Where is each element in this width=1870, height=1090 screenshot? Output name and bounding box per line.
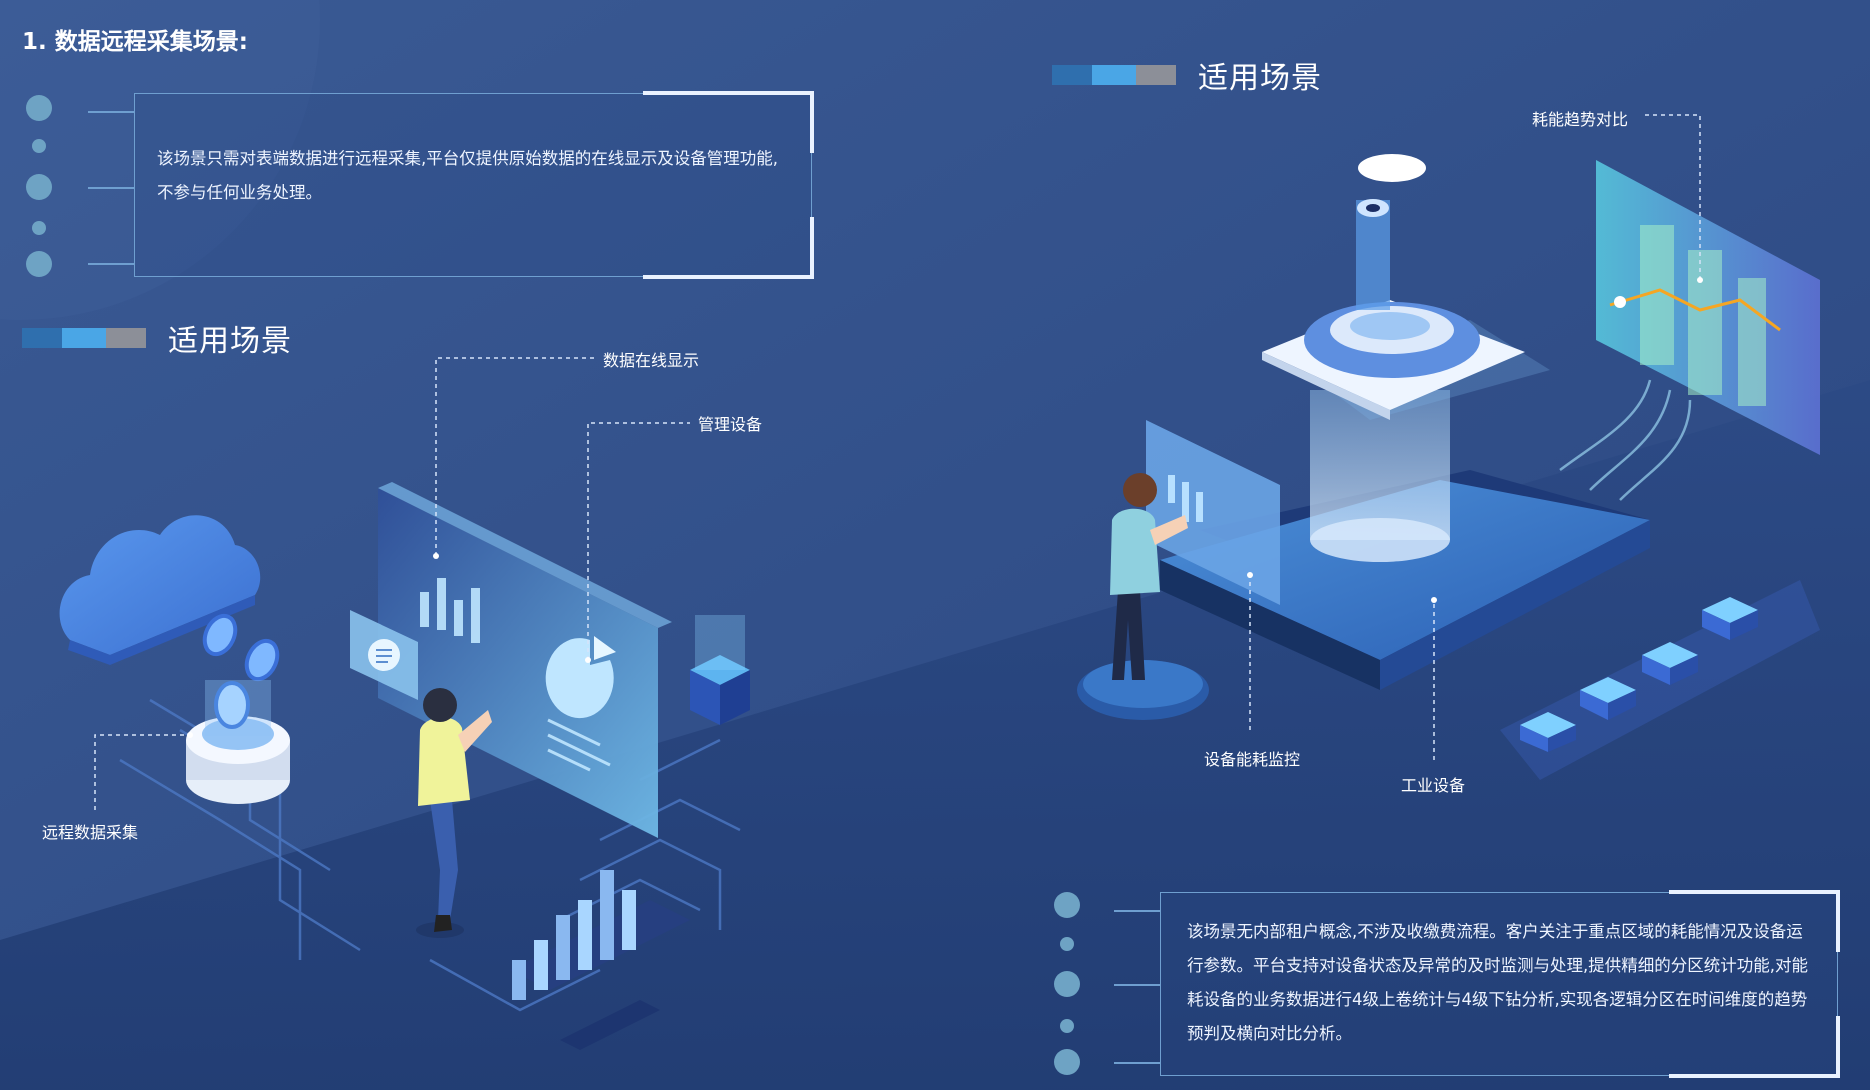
section-bar [22,328,146,348]
right-section-heading: 适用场景 [1052,53,1322,97]
callout-remote-collect: 远程数据采集 [42,823,139,842]
left-section-heading: 适用场景 [22,316,292,360]
description-frame: 该场景无内部租户概念,不涉及收缴费流程。客户关注于重点区域的耗能情况及设备运行参… [1160,890,1840,1078]
left-section-title: 适用场景 [168,324,292,359]
bullet-dot [26,95,52,121]
bullet-dot [1060,1019,1074,1033]
callout-data-display: 数据在线显示 [603,351,700,370]
bullet-dot [26,174,52,200]
bullet-dot [1054,892,1080,918]
left-description-text: 该场景只需对表端数据进行远程采集,平台仅提供原始数据的在线显示及设备管理功能,不… [157,149,778,202]
page-heading: 1. 数据远程采集场景: [22,29,248,55]
callout-energy-monitor: 设备能耗监控 [1204,750,1301,769]
right-description-text: 该场景无内部租户概念,不涉及收缴费流程。客户关注于重点区域的耗能情况及设备运行参… [1187,922,1808,1043]
description-frame: 该场景只需对表端数据进行远程采集,平台仅提供原始数据的在线显示及设备管理功能,不… [134,91,814,279]
cloud-icon [59,515,261,665]
callout-energy-trend: 耗能趋势对比 [1532,110,1629,129]
right-section-title: 适用场景 [1198,61,1322,96]
bullet-dot [32,139,46,153]
bullet-dot [32,221,46,235]
section-bar [1052,65,1176,85]
bullet-dot [1054,1049,1080,1075]
bullet-dot [26,251,52,277]
bullet-dot [1060,937,1074,951]
callout-manage-device: 管理设备 [698,415,763,434]
bullet-dot [1054,971,1080,997]
callout-industrial-device: 工业设备 [1401,776,1466,795]
